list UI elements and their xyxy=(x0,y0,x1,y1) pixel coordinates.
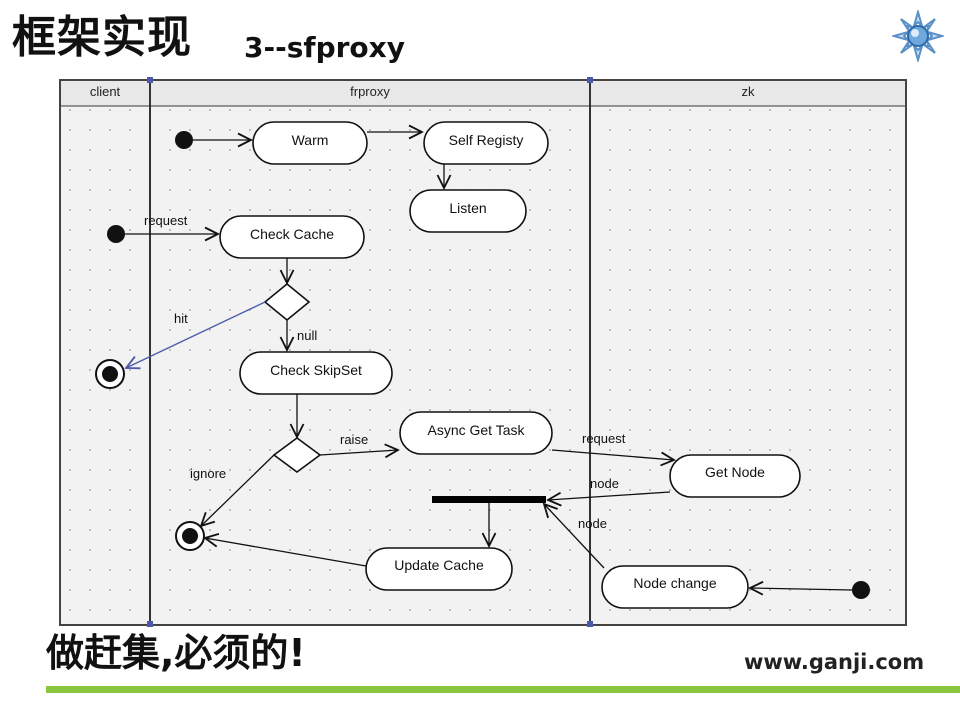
end-node-ignore xyxy=(175,521,205,551)
edge-raise xyxy=(319,450,398,455)
node-warm-label: Warm xyxy=(291,132,329,148)
decision-skipset xyxy=(272,437,322,473)
diagram-frame xyxy=(59,79,907,626)
node-warm xyxy=(252,121,368,165)
node-update-cache xyxy=(365,547,513,591)
start-node-zk xyxy=(852,581,870,599)
edge-label-null: null xyxy=(297,328,318,343)
lane-title-client: client xyxy=(89,84,121,99)
slide-title-chinese: 框架实现 xyxy=(12,12,192,63)
edge-label-node-2: node xyxy=(578,516,607,531)
edge-ignore xyxy=(201,454,275,526)
node-async-get-task-label: Async Get Task xyxy=(427,422,525,438)
node-check-cache xyxy=(219,215,365,259)
node-node-change-label: Node change xyxy=(633,575,717,591)
start-node-warm xyxy=(175,131,193,149)
edge-zkstart-to-nodechange xyxy=(750,588,853,590)
edge-label-node-1: node xyxy=(590,476,619,491)
node-check-skipset xyxy=(239,351,393,395)
node-check-cache-label: Check Cache xyxy=(249,226,335,242)
slogan: 做赶集,必须的! xyxy=(46,631,306,675)
node-check-skipset-label: Check SkipSet xyxy=(270,362,362,378)
edge-label-request-client: request xyxy=(144,213,188,228)
edge-label-request-zk: request xyxy=(582,431,626,446)
edge-label-hit: hit xyxy=(174,311,188,326)
node-get-node-label: Get Node xyxy=(705,464,765,480)
node-async-get-task xyxy=(399,411,553,455)
node-update-cache-label: Update Cache xyxy=(394,557,484,573)
node-self-registy xyxy=(423,121,549,165)
slide-title-english: 3--sfproxy xyxy=(244,31,405,64)
edge-update-to-end xyxy=(205,538,367,567)
start-node-request xyxy=(107,225,125,243)
join-bar xyxy=(432,496,546,503)
edge-label-ignore: ignore xyxy=(190,466,227,481)
node-listen-label: Listen xyxy=(449,200,487,216)
edge-label-raise: raise xyxy=(340,432,369,447)
node-self-registy-label: Self Registy xyxy=(448,132,524,148)
lane-title-frproxy: frproxy xyxy=(350,84,390,99)
edge-nodechange-to-bar xyxy=(544,504,605,569)
end-node-hit xyxy=(95,359,125,389)
sun-icon xyxy=(892,10,944,62)
green-accent-bar xyxy=(46,686,960,693)
website-url: www.ganji.com xyxy=(744,650,925,674)
lane-title-zk: zk xyxy=(741,84,755,99)
node-listen xyxy=(409,189,527,233)
edge-request-zk xyxy=(551,449,674,460)
edge-node-to-bar xyxy=(548,491,671,500)
edge-hit xyxy=(126,301,266,368)
node-node-change xyxy=(601,565,749,609)
node-get-node xyxy=(669,454,801,498)
